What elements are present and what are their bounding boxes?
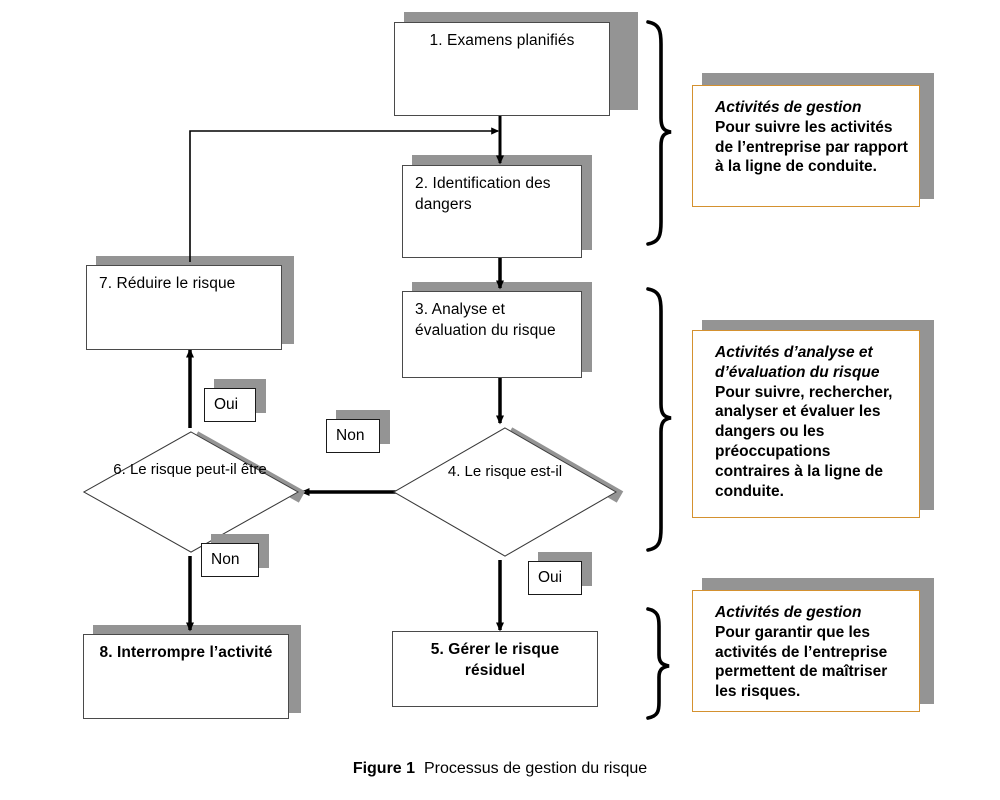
- brace-2: [646, 287, 672, 552]
- node-step7-label: 7. Réduire le risque: [99, 275, 236, 292]
- node-step7[interactable]: 7. Réduire le risque: [86, 265, 282, 350]
- node-step4[interactable]: [390, 424, 624, 560]
- node-step8-label: 8. Interrompre l’activité: [99, 644, 273, 661]
- node-step6[interactable]: [80, 428, 306, 556]
- node-step5[interactable]: 5. Gérer le risque résiduel: [392, 631, 598, 707]
- node-step2-label: 2. Identification des dangers: [415, 175, 551, 213]
- figure-caption-text: Processus de gestion du risque: [423, 760, 648, 777]
- note-3-title: Activités de gestion: [715, 604, 862, 621]
- label-non-6-text: Non: [211, 551, 240, 569]
- brace-1: [646, 20, 672, 246]
- node-step1-label: 1. Examens planifiés: [429, 32, 575, 49]
- note-3: Activités de gestion Pour garantir que l…: [692, 590, 920, 712]
- label-non-to-step8: Non: [201, 543, 259, 577]
- node-step5-label: 5. Gérer le risque résiduel: [430, 641, 560, 679]
- label-oui-to-step5: Oui: [528, 561, 582, 595]
- note-1: Activités de gestion Pour suivre les act…: [692, 85, 920, 207]
- label-oui-to-step7: Oui: [204, 388, 256, 422]
- figure-caption: Figure 1 Processus de gestion du risque: [0, 760, 1000, 778]
- label-non-from-step4: Non: [326, 419, 380, 453]
- note-1-body: Pour suivre les activités de l’entrepris…: [715, 118, 908, 176]
- note-2-title: Activités d’analyse et d’évaluation du r…: [715, 344, 880, 381]
- label-oui-5-text: Oui: [538, 569, 563, 587]
- label-oui-7-text: Oui: [214, 396, 239, 414]
- node-step8[interactable]: 8. Interrompre l’activité: [83, 634, 289, 719]
- label-non-4-text: Non: [336, 427, 365, 445]
- node-step3[interactable]: 3. Analyse et évaluation du risque: [402, 291, 582, 378]
- note-3-body: Pour garantir que les activités de l’ent…: [715, 623, 888, 701]
- brace-3: [646, 607, 670, 720]
- note-2-body: Pour suivre, rechercher, analyser et éva…: [715, 383, 893, 500]
- note-2: Activités d’analyse et d’évaluation du r…: [692, 330, 920, 518]
- node-step1[interactable]: 1. Examens planifiés: [394, 22, 610, 116]
- node-step3-label: 3. Analyse et évaluation du risque: [415, 301, 556, 339]
- node-step2[interactable]: 2. Identification des dangers: [402, 165, 582, 258]
- note-1-title: Activités de gestion: [715, 99, 862, 116]
- edge-7-to-2-feedback: [189, 127, 500, 262]
- figure-caption-label: Figure 1: [352, 760, 416, 777]
